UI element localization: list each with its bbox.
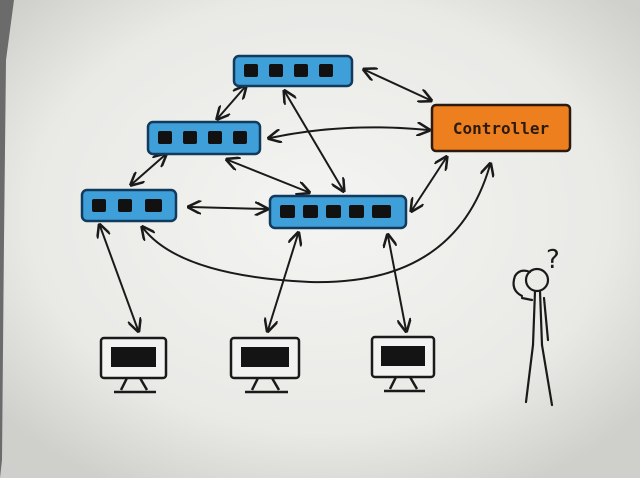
port	[233, 131, 247, 144]
switch-ports	[280, 205, 391, 218]
port	[326, 205, 341, 218]
switch-body	[146, 120, 262, 156]
question-mark: ?	[546, 245, 560, 275]
links-layer	[100, 70, 490, 330]
monitor-screen	[111, 347, 156, 367]
switch-ports	[244, 64, 333, 77]
controller: Controller	[430, 103, 572, 153]
person-arms	[520, 296, 550, 342]
switch-mid	[146, 120, 262, 156]
controller-label: Controller	[453, 119, 549, 138]
host-3	[370, 335, 436, 393]
link-left-host1	[100, 226, 138, 330]
link-top-mid	[218, 87, 245, 118]
person-legs	[524, 343, 554, 407]
person-hand	[512, 269, 532, 298]
host-1	[99, 336, 168, 394]
port	[145, 199, 162, 212]
link-right-host3	[388, 236, 406, 330]
link-mid-controller	[270, 127, 428, 138]
controller-box	[430, 103, 572, 153]
switch-ports	[92, 199, 162, 212]
monitor-screen	[241, 347, 289, 367]
monitor-screen	[381, 346, 425, 366]
port	[118, 199, 132, 212]
link-left-controller	[143, 165, 490, 284]
monitor-stand	[114, 377, 156, 394]
link-top-controller	[365, 70, 430, 100]
person-body	[531, 289, 544, 347]
port	[319, 64, 333, 77]
monitor-stand	[245, 377, 288, 394]
port	[303, 205, 318, 218]
port	[183, 131, 197, 144]
port	[269, 64, 283, 77]
port	[92, 199, 106, 212]
switch-ports	[158, 131, 247, 144]
person-head	[524, 267, 550, 293]
port	[349, 205, 364, 218]
port	[372, 205, 391, 218]
port	[244, 64, 258, 77]
switch-body	[232, 54, 354, 88]
switch-right	[268, 194, 408, 230]
link-right-controller	[412, 158, 446, 210]
link-right-host2	[268, 234, 298, 330]
port	[208, 131, 222, 144]
port	[294, 64, 308, 77]
switch-top	[232, 54, 354, 88]
port	[158, 131, 172, 144]
host-2	[229, 336, 301, 394]
confused-person: ?	[512, 245, 560, 407]
monitor-stand	[384, 376, 425, 393]
port	[280, 205, 295, 218]
switch-left	[80, 188, 178, 223]
